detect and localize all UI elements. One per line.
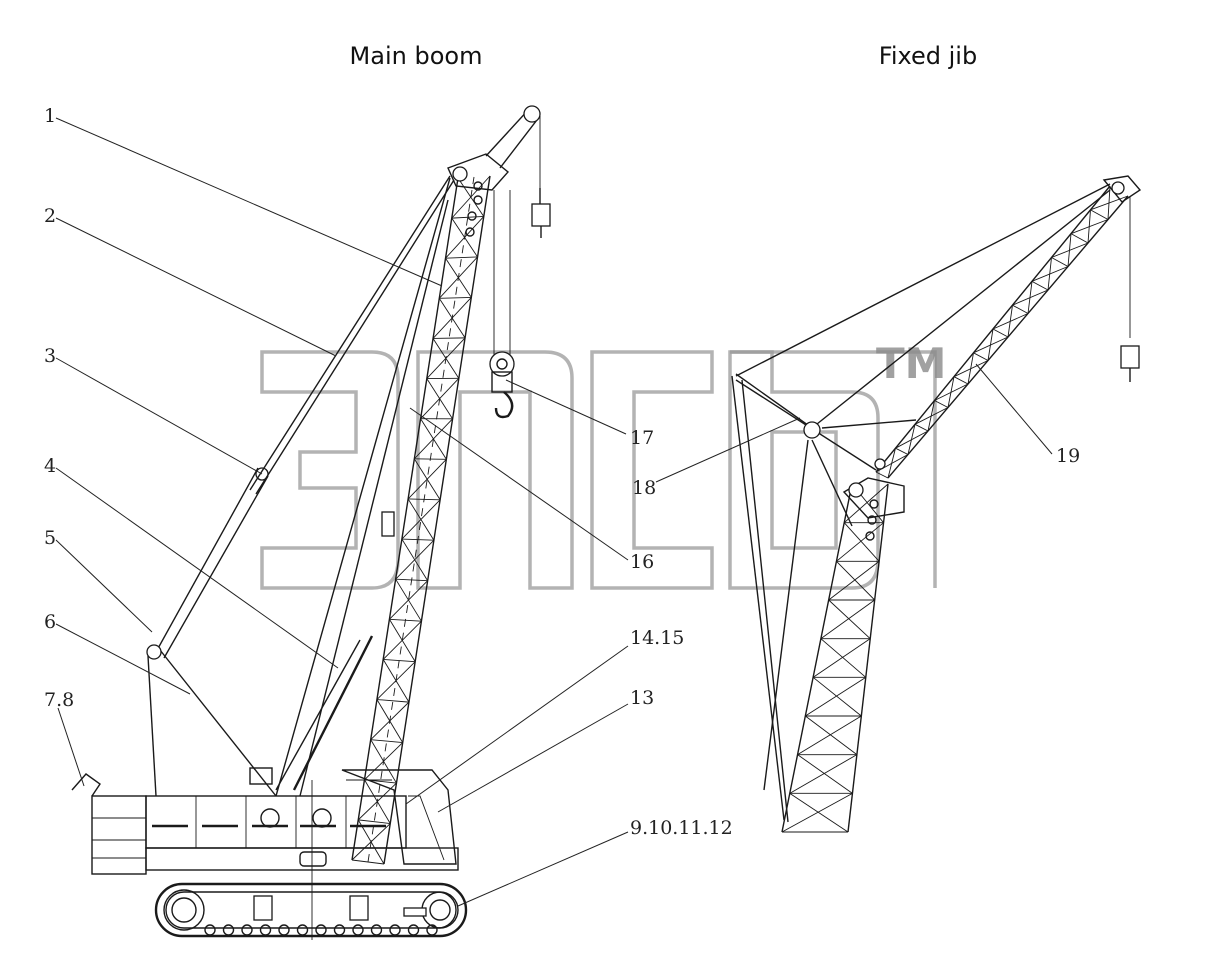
trademark-mark: TM <box>876 339 946 388</box>
callout-13: 13 <box>630 687 654 709</box>
callout-labels: 1 2 3 4 5 6 7.8 9.10.11.12 13 14.15 16 1… <box>44 105 1080 839</box>
callout-3: 3 <box>44 345 56 367</box>
fixed-jib-title: Fixed jib <box>879 42 977 70</box>
leader-lines <box>55 117 1053 907</box>
mast-and-gantry <box>146 175 455 797</box>
boom-head <box>447 105 551 238</box>
main-boom-lattice <box>351 175 491 865</box>
callout-4: 4 <box>44 455 56 477</box>
hook-block <box>489 190 515 419</box>
callout-18: 18 <box>632 477 656 499</box>
callout-1: 1 <box>44 105 56 127</box>
main-boom-crane <box>71 105 551 940</box>
callout-14-15: 14.15 <box>630 627 684 649</box>
callout-6: 6 <box>44 611 56 633</box>
callout-17: 17 <box>630 427 654 449</box>
callout-19: 19 <box>1056 445 1080 467</box>
main-boom-title: Main boom <box>350 42 483 70</box>
callout-5: 5 <box>44 527 56 549</box>
callout-2: 2 <box>44 205 56 227</box>
watermark-logo: TM <box>260 339 946 590</box>
callout-7-8: 7.8 <box>44 689 74 711</box>
callout-9-12: 9.10.11.12 <box>630 817 733 839</box>
fixed-jib-crane <box>731 175 1142 833</box>
upper-structure <box>71 767 459 875</box>
callout-16: 16 <box>630 551 654 573</box>
crawler-track <box>154 882 468 938</box>
